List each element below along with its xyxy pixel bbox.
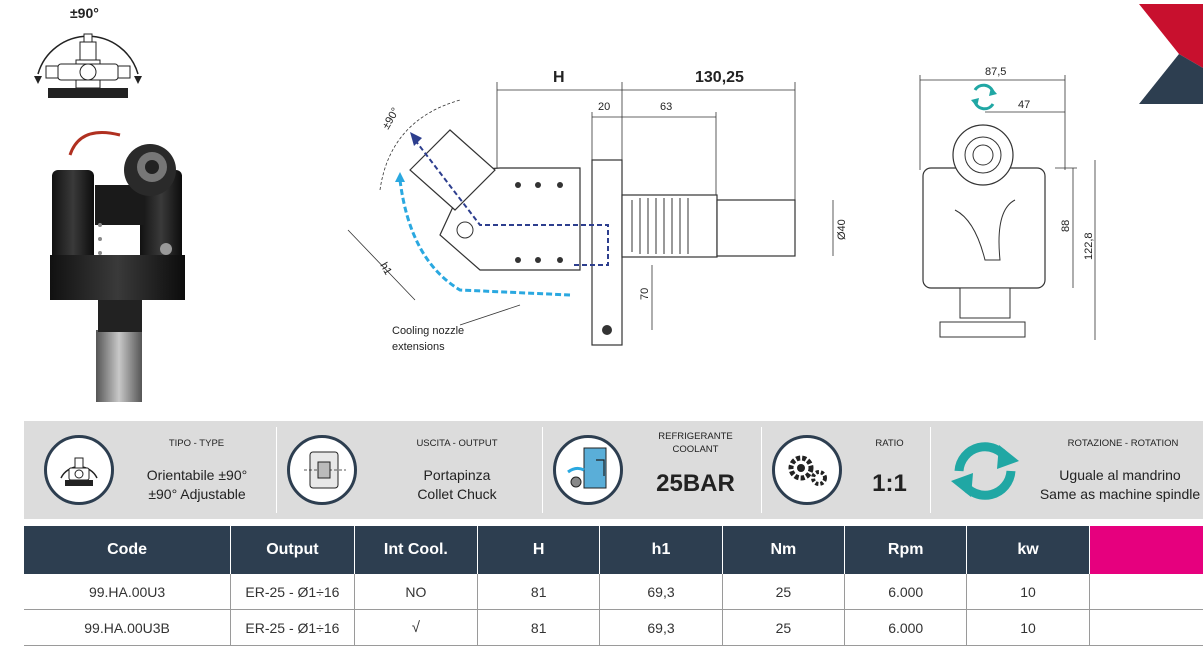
col-header-output: Output	[230, 526, 355, 574]
dim-47-label: 47	[1018, 99, 1030, 111]
cell-code: 99.HA.00U3	[24, 574, 232, 610]
coolant-note-line2: extensions	[392, 341, 445, 353]
spec-output-title: USCITA - OUTPUT	[416, 438, 498, 449]
spec-ratio-value: 1:1	[872, 470, 907, 497]
col-header-H: H	[477, 526, 601, 574]
col-header-accent	[1089, 526, 1203, 574]
dim-d40-label: Ø40	[836, 219, 848, 240]
col-header-kw: kw	[966, 526, 1090, 574]
dim-88-label: 88	[1060, 220, 1072, 232]
dim-130-label: 130,25	[695, 69, 744, 86]
coolant-icon	[553, 435, 623, 505]
spec-coolant: REFRIGERANTE COOLANT 25BAR	[543, 421, 761, 519]
gears-icon	[772, 435, 842, 505]
table-header-row: Code Output Int Cool. H h1 Nm Rpm kw	[24, 526, 1203, 574]
spec-coolant-title2: COOLANT	[672, 444, 719, 455]
cell-int-cool-check-icon: √	[354, 609, 479, 646]
col-header-nm: Nm	[722, 526, 846, 574]
brand-logo-icon	[1139, 4, 1203, 104]
spec-rotation: ROTAZIONE - ROTATION Uguale al mandrino …	[931, 421, 1203, 519]
dim-20-label: 20	[598, 101, 610, 113]
dim-63-label: 63	[660, 101, 672, 113]
cell-nm: 25	[722, 609, 846, 646]
cell-kw: 10	[966, 609, 1090, 646]
cell-h1: 69,3	[599, 574, 723, 610]
cell-H: 81	[477, 574, 601, 610]
spec-type: TIPO - TYPE Orientabile ±90° ±90° Adjust…	[24, 421, 274, 519]
spec-coolant-title1: REFRIGERANTE	[658, 431, 733, 442]
spec-rotation-title: ROTAZIONE - ROTATION	[1067, 438, 1179, 449]
spec-type-line2: ±90° Adjustable	[148, 486, 246, 502]
dim-87-label: 87,5	[985, 66, 1006, 78]
spec-band: TIPO - TYPE Orientabile ±90° ±90° Adjust…	[24, 421, 1203, 519]
spec-rotation-line1: Uguale al mandrino	[1059, 467, 1181, 483]
spec-output: USCITA - OUTPUT Portapinza Collet Chuck	[277, 421, 542, 519]
table-row: 99.HA.00U3B ER-25 - Ø1÷16 √ 81 69,3 25 6…	[24, 609, 1203, 646]
rotation-angle-label: ±90°	[70, 5, 99, 21]
side-angle-label: ±90°	[380, 106, 402, 132]
spec-output-line2: Collet Chuck	[417, 486, 497, 502]
spec-ratio-title: RATIO	[875, 438, 904, 449]
rotation-arrows-icon	[951, 442, 1019, 500]
col-header-code: Code	[24, 526, 232, 574]
cell-kw: 10	[966, 574, 1090, 610]
spec-coolant-value: 25BAR	[656, 470, 735, 497]
cell-rpm: 6.000	[844, 574, 968, 610]
cell-code: 99.HA.00U3B	[24, 609, 232, 646]
front-view-drawing: 87,5 47 88 122,8	[919, 66, 1096, 340]
table-row: 99.HA.00U3 ER-25 - Ø1÷16 NO 81 69,3 25 6…	[24, 574, 1203, 610]
cell-h1: 69,3	[599, 609, 723, 646]
collet-chuck-icon	[287, 435, 357, 505]
spec-type-title: TIPO - TYPE	[168, 438, 225, 449]
front-rotation-icon	[971, 83, 997, 111]
col-header-rpm: Rpm	[844, 526, 968, 574]
cell-empty	[1089, 574, 1203, 610]
rotation-schematic-icon	[34, 33, 142, 98]
adjustable-head-icon	[44, 435, 114, 505]
cell-rpm: 6.000	[844, 609, 968, 646]
dim-H-label: H	[553, 69, 565, 86]
cell-output: ER-25 - Ø1÷16	[230, 574, 355, 610]
side-view-drawing: H 130,25 20 63 ±90° h1 70 Ø40 Cooling no…	[347, 69, 848, 353]
cell-nm: 25	[722, 574, 846, 610]
cell-H: 81	[477, 609, 601, 646]
col-header-h1: h1	[599, 526, 723, 574]
spec-type-line1: Orientabile ±90°	[146, 467, 248, 483]
cell-empty	[1089, 609, 1203, 646]
cell-output: ER-25 - Ø1÷16	[230, 609, 355, 646]
spec-table: Code Output Int Cool. H h1 Nm Rpm kw 99.…	[24, 526, 1203, 646]
cell-int-cool: NO	[354, 574, 479, 610]
tool-holder-photo	[50, 131, 185, 402]
spec-ratio: RATIO 1:1	[762, 421, 930, 519]
col-header-int-cool: Int Cool.	[354, 526, 479, 574]
spec-rotation-line2: Same as machine spindle	[1039, 486, 1201, 502]
dim-h1-label: h1	[377, 261, 394, 278]
dim-122-label: 122,8	[1083, 232, 1095, 260]
coolant-note-line1: Cooling nozzle	[392, 325, 464, 337]
dim-70-label: 70	[639, 288, 651, 300]
spec-output-line1: Portapinza	[423, 467, 491, 483]
